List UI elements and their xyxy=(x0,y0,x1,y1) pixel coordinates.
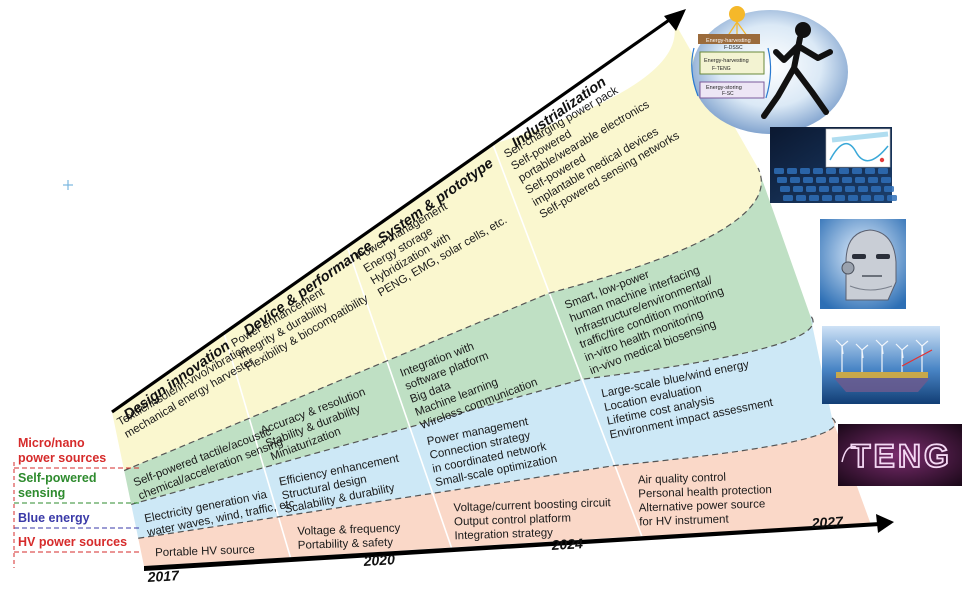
dividers-layer xyxy=(123,143,836,558)
key-icon xyxy=(796,195,806,201)
cell-3-0: Portable HV source xyxy=(155,544,255,559)
cell-item: for HV instrument xyxy=(639,514,730,529)
category-label: power sources xyxy=(18,451,106,465)
column-divider xyxy=(223,332,292,558)
cell-item: Voltage/current boosting circuit xyxy=(453,497,611,514)
year-label: 2024 xyxy=(550,535,583,553)
year-labels-layer: 2017 2020 2024 2027 xyxy=(146,513,844,585)
key-icon xyxy=(878,168,888,174)
key-icon xyxy=(816,177,826,183)
key-icon xyxy=(881,177,891,183)
key-icon xyxy=(839,168,849,174)
key-icon xyxy=(819,186,829,192)
key-icon xyxy=(852,168,862,174)
year-label: 2027 xyxy=(810,513,844,531)
robot-head-icon xyxy=(820,219,906,309)
band-blue-energy xyxy=(131,315,836,539)
key-icon xyxy=(874,195,884,201)
key-icon xyxy=(822,195,832,201)
year-label: 2017 xyxy=(146,567,180,585)
cell-item: Integration strategy xyxy=(454,527,553,542)
key-icon xyxy=(806,186,816,192)
row-divider xyxy=(131,314,814,505)
key-icon xyxy=(884,186,894,192)
key-icon xyxy=(835,195,845,201)
key-icon xyxy=(774,168,784,174)
key-icon xyxy=(783,195,793,201)
bottom-axis-arrow xyxy=(144,522,880,571)
key-icon xyxy=(845,186,855,192)
top-axis-arrow xyxy=(111,16,673,414)
row-divider xyxy=(123,167,762,472)
key-icon xyxy=(787,168,797,174)
key-icon xyxy=(868,177,878,183)
key-icon xyxy=(861,195,871,201)
column-divider xyxy=(492,143,643,537)
cell-item: Air quality control xyxy=(638,472,727,487)
band-self-powered xyxy=(124,168,814,505)
key-icon xyxy=(848,195,858,201)
svg-text:Energy-harvesting: Energy-harvesting xyxy=(704,58,749,64)
key-icon xyxy=(832,186,842,192)
row-divider xyxy=(138,417,836,539)
category-label: HV power sources xyxy=(18,535,127,549)
key-icon xyxy=(829,177,839,183)
keyboard-sensor-icon xyxy=(770,127,897,203)
running-athlete-energy-icon: Energy-harvesting F-DSSC Energy-harvesti… xyxy=(691,6,848,134)
sparkle-icon xyxy=(63,180,73,190)
band-hv xyxy=(138,418,871,566)
key-icon xyxy=(777,177,787,183)
svg-text:F-TENG: F-TENG xyxy=(712,66,731,72)
key-icon xyxy=(826,168,836,174)
wind-wave-platform-icon xyxy=(822,326,940,404)
key-icon xyxy=(809,195,819,201)
category-label: Blue energy xyxy=(18,511,90,525)
band-micro-nano xyxy=(112,18,762,471)
cell-item: Voltage & frequency xyxy=(297,522,401,537)
key-icon xyxy=(780,186,790,192)
year-label: 2020 xyxy=(362,551,395,569)
category-label: Micro/nano xyxy=(18,436,85,450)
key-icon xyxy=(865,168,875,174)
key-icon xyxy=(803,177,813,183)
column-divider xyxy=(346,246,453,548)
key-icon xyxy=(800,168,810,174)
svg-text:Energy-harvesting: Energy-harvesting xyxy=(706,38,751,44)
key-icon xyxy=(790,177,800,183)
svg-text:TENG: TENG xyxy=(851,438,952,474)
cell-item: Portable HV source xyxy=(155,544,255,559)
cell-item: Personal health protection xyxy=(638,484,772,500)
key-icon xyxy=(858,186,868,192)
svg-text:Energy-storing: Energy-storing xyxy=(706,85,742,91)
top-arrow-head-icon xyxy=(664,9,686,31)
bands-layer xyxy=(112,18,871,566)
key-icon xyxy=(813,168,823,174)
key-icon xyxy=(871,186,881,192)
key-icon xyxy=(855,177,865,183)
cell-item: Portability & safety xyxy=(298,537,394,552)
neon-teng-sign-icon: TENG xyxy=(838,424,962,486)
category-label: Self-powered xyxy=(18,471,97,485)
category-label: sensing xyxy=(18,486,65,500)
svg-text:F-DSSC: F-DSSC xyxy=(724,45,743,51)
key-icon xyxy=(793,186,803,192)
bottom-arrow-head-icon xyxy=(876,514,894,533)
svg-text:F-SC: F-SC xyxy=(722,91,734,97)
key-icon xyxy=(842,177,852,183)
cell-item: Alternative power source xyxy=(639,498,766,514)
cell-item: Output control platform xyxy=(454,512,571,528)
key-icon xyxy=(887,195,897,201)
